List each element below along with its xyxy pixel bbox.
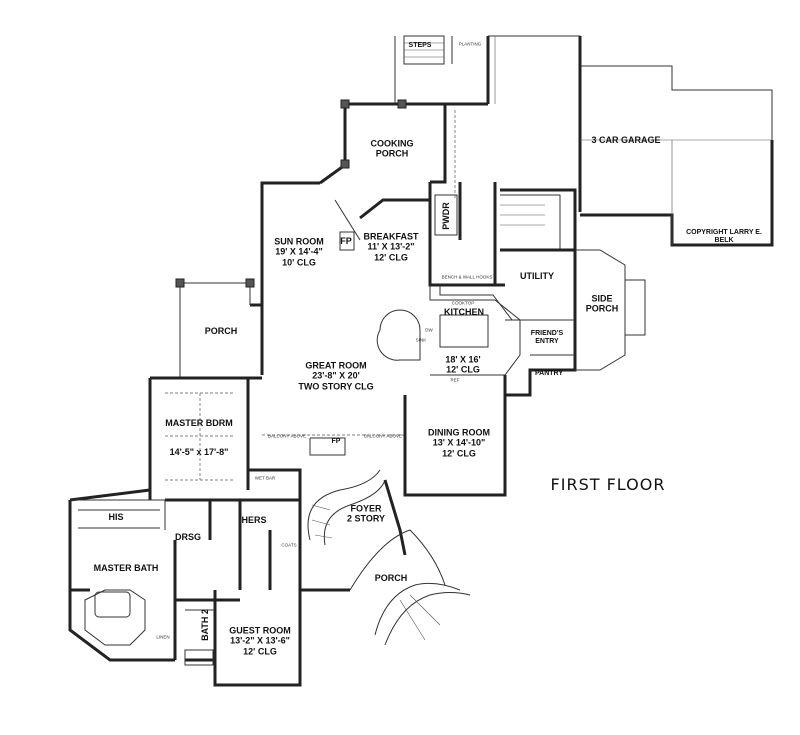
room-drsg: DRSG: [174, 531, 202, 542]
room-guest-room: GUEST ROOM 13'-2" X 13'-6" 12' CLG: [229, 625, 291, 657]
label-fp-great-room: FP: [331, 437, 341, 445]
label-balcony-above-left: BALCONY ABOVE: [268, 433, 306, 439]
label-balcony-above-right: BALCONY ABOVE: [364, 433, 402, 439]
room-porch-left: PORCH: [204, 325, 238, 336]
copyright-note: COPYRIGHT LARRY E. BELK: [686, 228, 762, 244]
room-dining-room: DINING ROOM 13' X 14'-10" 12' CLG: [428, 427, 490, 459]
room-pantry: PANTRY: [535, 369, 563, 377]
label-coats: COATS: [281, 542, 297, 548]
room-foyer: FOYER 2 STORY: [346, 503, 386, 524]
room-his: HIS: [108, 511, 124, 522]
room-master-bdrm: MASTER BDRM: [165, 417, 233, 428]
room-hers: HERS: [241, 514, 267, 525]
label-steps: STEPS: [408, 41, 432, 49]
left-porch-walls: [175, 278, 255, 378]
plan-title: FIRST FLOOR: [550, 474, 666, 494]
room-kitchen-size: 18' X 16' 12' CLG: [445, 354, 481, 375]
sun-room-walls: [250, 181, 361, 375]
garage-walls: [486, 35, 774, 247]
room-master-bdrm-size: 14'-5" x 17'-8": [169, 446, 229, 457]
label-dw: DW: [425, 327, 433, 333]
label-cooktop: COOKTOP: [451, 300, 475, 306]
room-garage: 3 CAR GARAGE: [591, 134, 661, 145]
entry-steps: [394, 35, 453, 104]
room-friends-entry: FRIEND'S ENTRY: [530, 329, 564, 345]
label-fp-sun-room: FP: [340, 235, 352, 246]
room-porch-front: PORCH: [374, 572, 408, 583]
front-porch-steps: [349, 529, 471, 646]
room-cooking-porch: COOKING PORCH: [370, 138, 414, 159]
label-bench: BENCH & WALL HOOKS: [441, 274, 493, 280]
room-breakfast: BREAKFAST 11' X 13'-2" 12' CLG: [363, 231, 419, 263]
room-side-porch: SIDE PORCH: [585, 293, 619, 314]
label-wet-bar: WET BAR: [254, 475, 276, 481]
room-sun-room: SUN ROOM 19' X 14'-4" 10' CLG: [274, 236, 324, 268]
cooking-porch-walls: [319, 99, 488, 200]
room-bath2: BATH 2: [199, 609, 210, 641]
room-master-bath: MASTER BATH: [93, 562, 159, 573]
suite-walls: [68, 488, 302, 687]
label-planting: PLANTING: [458, 41, 482, 47]
room-pwdr: PWDR: [440, 202, 451, 230]
room-great-room: GREAT ROOM 23'-8" X 20' TWO STORY CLG: [298, 360, 374, 392]
label-ref: REF: [450, 377, 460, 383]
room-utility: UTILITY: [520, 270, 554, 281]
room-kitchen: KITCHEN: [444, 306, 484, 317]
label-linen: LINEN: [156, 634, 170, 640]
label-sink: SINK: [415, 337, 427, 343]
